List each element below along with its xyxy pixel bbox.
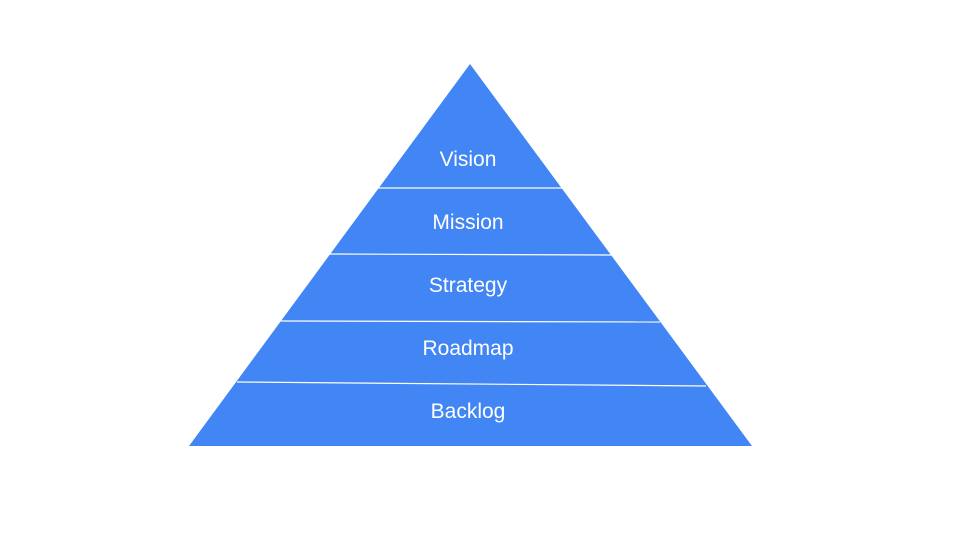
level-divider [280, 320, 661, 323]
level-label-strategy: Strategy [429, 274, 508, 297]
level-divider [236, 381, 707, 387]
level-label-backlog: Backlog [431, 400, 506, 423]
level-label-vision: Vision [440, 148, 497, 171]
level-label-mission: Mission [432, 211, 503, 234]
level-divider [328, 253, 613, 256]
level-label-roadmap: Roadmap [422, 337, 513, 360]
